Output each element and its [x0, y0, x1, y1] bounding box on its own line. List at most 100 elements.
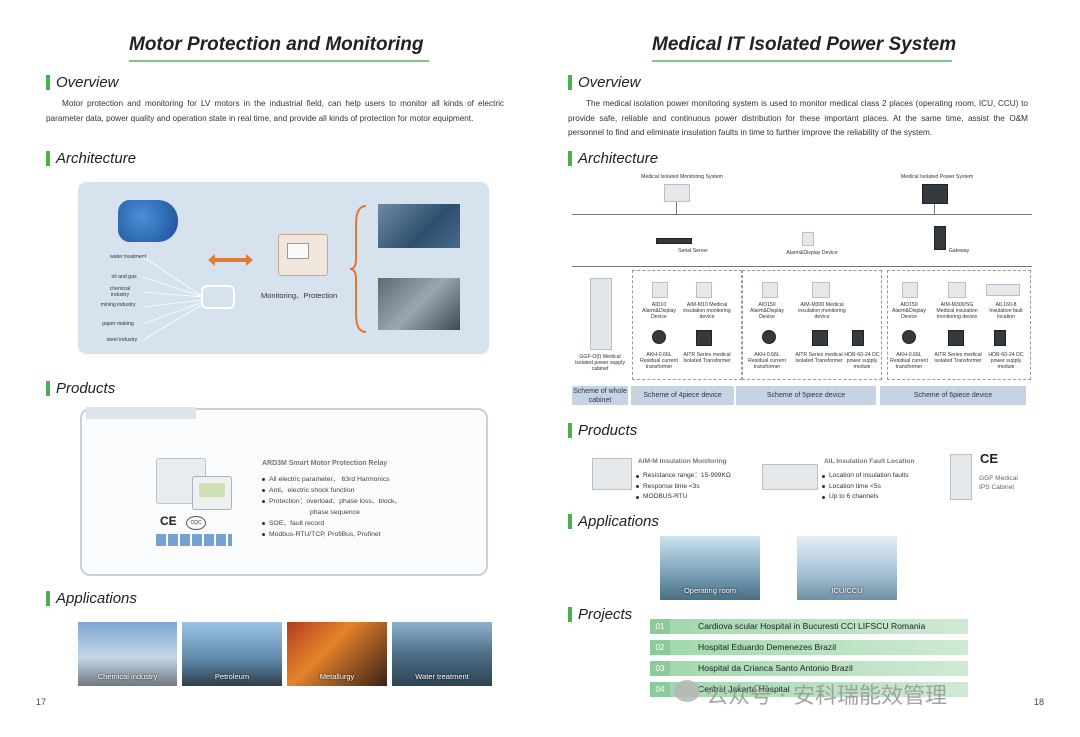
device-label: AITR Series medical isolated Transformer: [934, 352, 982, 364]
feature-item: Anti、electric shock function: [269, 487, 355, 494]
section-bar: [46, 381, 50, 396]
product-card: CE CQC ARD3M Smart Motor Protection Rela…: [80, 407, 488, 576]
ce-mark: CE: [160, 514, 177, 528]
power-module-image: [994, 330, 1006, 346]
scheme-label: Scheme of 4piece device: [631, 386, 734, 405]
section-label: Overview: [56, 74, 119, 91]
ail-product-image: [762, 464, 818, 490]
architecture-diagram: water treatment oil and gas chemical ind…: [78, 182, 489, 354]
product-features: All electric parameter、 63rd Harmonics A…: [262, 474, 401, 540]
industrial-photo-2: [378, 278, 460, 330]
protection-device-image: [278, 234, 328, 276]
project-number: 01: [650, 619, 670, 634]
device-label: AKH-0.66L Residual current transformer: [640, 352, 678, 370]
application-caption: ICU/CCU: [831, 586, 863, 595]
network-bus: [572, 266, 1032, 267]
device-group-6piece: [887, 270, 1031, 380]
project-number: 02: [650, 640, 670, 655]
device-group-5piece: [742, 270, 882, 380]
device-image: [986, 284, 1020, 296]
monitoring-system-label: Medical Isolated Monitoring System: [641, 174, 723, 180]
relay-display-image: [192, 476, 232, 510]
arch-label: chemical industry: [109, 286, 131, 298]
project-row: [650, 640, 968, 655]
device-label: AIM-M300/SG Medical insulation monitorin…: [936, 302, 978, 320]
device-label: AIL160-8 Insulation fault location: [989, 302, 1023, 320]
section-label: Projects: [578, 606, 633, 623]
device-image: [696, 282, 712, 298]
project-row: [650, 619, 968, 634]
section-label: Overview: [578, 74, 641, 91]
transformer-image: [812, 330, 828, 346]
right-page: Medical IT Isolated Power System Overvie…: [540, 0, 1080, 737]
serial-server-label: Serial Server: [678, 248, 708, 254]
feature-item: Modbus-RTU/TCP, ProfiBus, Profinet: [269, 531, 381, 538]
page-number: 18: [1034, 697, 1045, 707]
application-caption: Operating room: [683, 586, 737, 595]
application-caption: Chemical industry: [97, 672, 158, 681]
device-label: AITR Series medical isolated Transformer: [795, 352, 843, 364]
device-label: HDR-60-24 DC power supply module: [988, 352, 1024, 370]
arch-label: water treatment: [109, 254, 147, 260]
power-system-label: Medical Isolated Power System: [900, 174, 974, 180]
ggf-cabinet-image: [950, 454, 972, 500]
title-underline: [129, 60, 429, 62]
brace-icon: [350, 205, 367, 333]
application-photo: ICU/CCU: [797, 536, 897, 600]
device-image: [762, 282, 778, 298]
product-name: AIL Insulation Fault Location: [824, 458, 915, 465]
cqc-mark: CQC: [186, 516, 206, 530]
scheme-label: Scheme of 5piece device: [736, 386, 876, 405]
ce-mark: CE: [980, 451, 999, 466]
device-label: AIM-M10 Medical insulation monitoring de…: [683, 302, 731, 320]
card-tab: [86, 407, 196, 419]
product-features: Location of insulation faults Location t…: [822, 471, 909, 503]
section-bar: [46, 75, 50, 90]
project-name: Hospital da Crianca Santo Antonio Brazil: [698, 663, 853, 673]
page-title: Medical IT Isolated Power System: [652, 34, 957, 55]
double-arrow-icon: [212, 258, 248, 262]
device-label: AID10 Alarm&Display Device: [641, 302, 676, 320]
arch-center-label: Monitoring、Protection: [261, 291, 338, 300]
product-features: Resistance range：15-999KΩ Response time …: [636, 471, 731, 503]
product-name: GGF Medical IPS Cabinet: [979, 475, 1018, 491]
arch-label: paper making: [102, 321, 134, 327]
section-bar: [568, 607, 572, 622]
project-name: Cardiova scular Hospital in Bucuresti CC…: [698, 621, 926, 631]
section-label: Architecture: [56, 150, 137, 167]
architecture-heading: Architecture: [46, 150, 136, 167]
medical-architecture-diagram: Medical Isolated Monitoring System Medic…: [572, 170, 1032, 410]
scheme-label: Scheme of whole cabinet: [572, 386, 628, 405]
watermark-text: 公众号 · 安科瑞能效管理: [706, 684, 947, 709]
product-name: ARD3M Smart Motor Protection Relay: [262, 460, 388, 467]
left-page: Motor Protection and Monitoring Overview…: [36, 34, 504, 707]
project-number: 03: [650, 661, 670, 676]
feature-item: MODBUS-RTU: [643, 493, 688, 500]
application-caption: Water treatment: [415, 672, 469, 681]
product-name: AIM-M Insulation Monitoring: [638, 458, 727, 465]
transformer-image: [902, 330, 916, 344]
project-name: Central Jakarta Hospital: [698, 684, 790, 694]
monitor-icon: [922, 184, 948, 204]
wechat-icon: [674, 680, 700, 702]
feature-item: Up to 6 channels: [829, 493, 879, 500]
arrow-head-left: [208, 254, 215, 266]
motor-image: [118, 200, 178, 242]
feature-item: phase sequence: [310, 509, 360, 516]
overview-text: Motor protection and monitoring for LV m…: [46, 99, 504, 123]
transformer-image: [696, 330, 712, 346]
projects-heading: Projects: [568, 606, 632, 623]
applications-heading: Applications: [46, 590, 137, 607]
feature-item: Location time <5s: [829, 482, 881, 490]
monitor-icon: [664, 184, 690, 202]
section-bar: [568, 151, 572, 166]
feature-item: Response time <3s: [643, 482, 700, 490]
connection-lines: [142, 256, 204, 341]
project-number: 04: [650, 682, 670, 697]
feature-item: Location of insulation faults: [829, 472, 909, 479]
industrial-photo-1: [378, 204, 460, 248]
cabinet-label: GGF-O(I) Medical isolated power supply c…: [575, 354, 625, 372]
connector: [676, 202, 677, 214]
transformer-image: [762, 330, 776, 344]
device-label: AIM-M300 Medical insulation monitoring d…: [798, 302, 846, 320]
